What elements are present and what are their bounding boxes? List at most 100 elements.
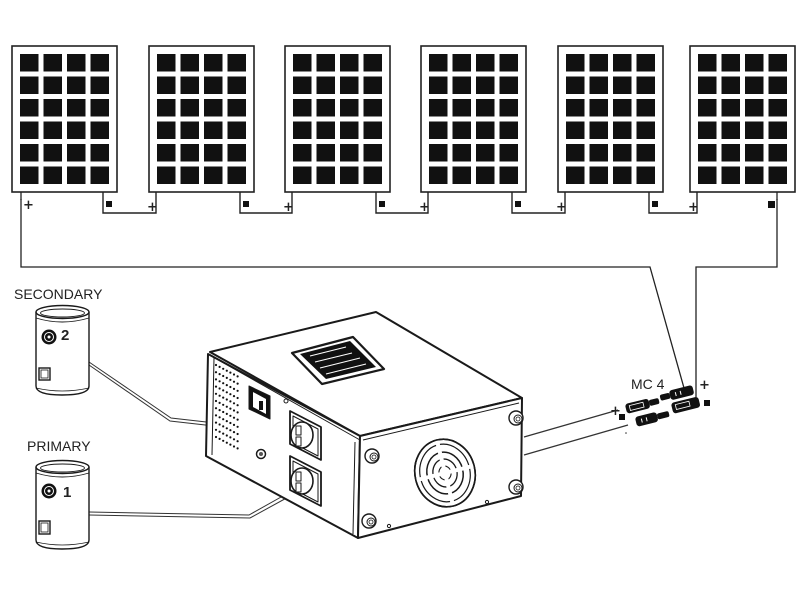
vent-hole [236, 425, 239, 428]
series-wire [511, 192, 566, 214]
vent-hole [225, 441, 228, 444]
foot-bottom-left [361, 513, 377, 529]
vent-hole [225, 434, 228, 437]
vent-hole [236, 396, 239, 400]
vent-hole [229, 378, 232, 381]
solar-cell [745, 76, 764, 94]
mc4-connector-array-positive [659, 385, 694, 401]
solar-cell [363, 76, 382, 94]
vent-hole [222, 367, 225, 370]
mc4-label: MC 4 [631, 376, 665, 392]
solar-cell [721, 144, 740, 162]
series-wire [239, 192, 293, 214]
solar-cell [20, 99, 39, 117]
vent-hole [214, 435, 218, 439]
solar-cell [90, 99, 109, 117]
solar-cell [613, 76, 632, 94]
lower-outlet [289, 455, 322, 507]
solar-cell [293, 54, 312, 72]
vent-hole [236, 382, 239, 385]
solar-cell [293, 121, 312, 139]
solar-cell [90, 121, 109, 139]
solar-cell [363, 144, 382, 162]
solar-cell [636, 99, 655, 117]
solar-cell [476, 76, 495, 94]
solar-panel-5 [557, 45, 664, 193]
vent-hole [232, 431, 236, 434]
vent-hole [225, 412, 228, 415]
solar-cell [745, 99, 764, 117]
solar-cell [157, 54, 176, 72]
vent-hole [214, 414, 218, 417]
mc4-connector-group: MC 4 + + [610, 376, 710, 434]
solar-cell [157, 121, 176, 139]
solar-cell [721, 166, 740, 184]
mc4-controller-negative-symbol [619, 414, 625, 420]
vent-hole [232, 373, 236, 376]
solar-cell [721, 76, 740, 94]
solar-cell [20, 166, 39, 184]
solar-cell [613, 144, 632, 162]
solar-cell [293, 99, 312, 117]
negative-terminal-marker [379, 201, 385, 207]
solar-cell [721, 121, 740, 139]
solar-cell [721, 54, 740, 72]
solar-cell [452, 166, 471, 184]
solar-cell [566, 121, 585, 139]
controller-dc-cable [523, 409, 629, 456]
solar-cell [67, 76, 86, 94]
vent-hole [218, 387, 221, 390]
vent-hole [214, 399, 218, 403]
controller-feet [361, 410, 524, 529]
solar-cell [293, 144, 312, 162]
vent-hole [236, 440, 239, 443]
solar-cell [566, 76, 585, 94]
solar-cell [499, 54, 518, 72]
solar-cell [340, 144, 359, 162]
solar-cell [636, 54, 655, 72]
solar-panel-3 [284, 45, 391, 193]
solar-cell [316, 76, 335, 94]
primary-tank: PRIMARY 1 [27, 438, 91, 550]
negative-terminal-marker [106, 201, 112, 207]
controller-indicator-dot [283, 398, 289, 404]
vent-hole [218, 437, 221, 440]
positive-terminal-marker: + [688, 200, 699, 215]
vent-hole [229, 436, 232, 439]
solar-array [11, 45, 796, 193]
vent-hole [222, 425, 225, 428]
primary-tank-top [35, 459, 90, 475]
vent-hole [218, 365, 221, 368]
vent-hole [222, 374, 225, 378]
vent-hole [214, 392, 218, 395]
solar-cell [180, 121, 199, 139]
solar-cell [613, 166, 632, 184]
solar-cell [721, 99, 740, 117]
secondary-tank: SECONDARY 2 [14, 286, 103, 396]
solar-cell [180, 99, 199, 117]
upper-outlet [289, 410, 322, 461]
solar-cell [204, 76, 223, 94]
solar-cell [20, 76, 39, 94]
solar-cell [429, 54, 448, 72]
positive-terminal-marker: + [147, 200, 158, 215]
solar-cell [43, 121, 62, 139]
solar-cell [613, 121, 632, 139]
solar-cell [204, 54, 223, 72]
solar-cell [566, 166, 585, 184]
solar-cell [43, 54, 62, 72]
vent-hole [214, 421, 218, 424]
solar-cell [180, 166, 199, 184]
negative-terminal-marker [652, 201, 658, 207]
vent-hole [229, 385, 232, 389]
solar-cell [589, 121, 608, 139]
vent-hole [232, 409, 236, 412]
mc4-connector-controller-positive [625, 398, 660, 414]
series-wire [102, 192, 157, 214]
vent-hole [225, 420, 228, 423]
vent-hole [232, 423, 236, 426]
solar-cell [90, 166, 109, 184]
array-negative-lead [695, 199, 778, 397]
mc4-connector-array-negative [671, 397, 700, 414]
mc4-controller-positive-symbol: + [610, 404, 621, 419]
